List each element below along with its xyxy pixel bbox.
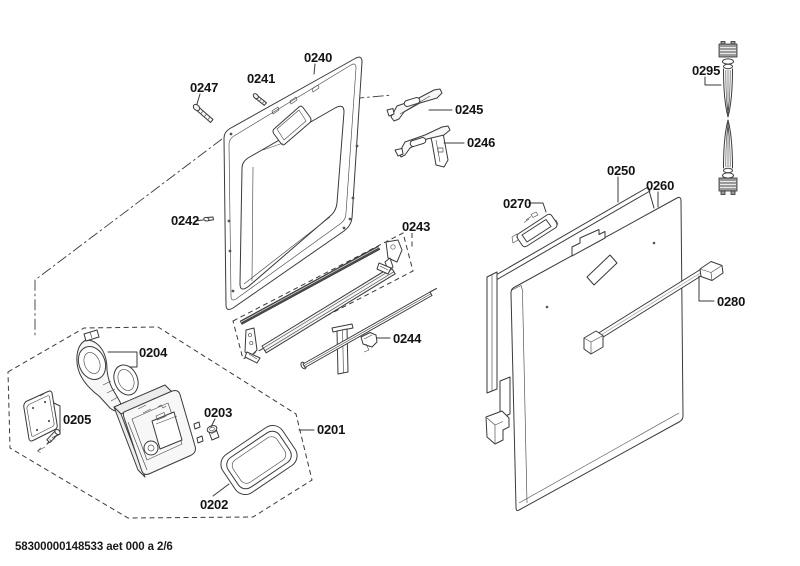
sill-bracket-right xyxy=(376,239,403,275)
door-rod-0244 xyxy=(300,288,437,375)
display-window-0270 xyxy=(511,211,558,248)
sill-bracket-left xyxy=(244,327,261,364)
part-label-0203: 0203 xyxy=(204,405,232,420)
part-label-0260: 0260 xyxy=(646,178,674,193)
screw-0247 xyxy=(192,103,214,123)
part-label-0240: 0240 xyxy=(304,50,332,65)
handle-end-cap xyxy=(699,261,724,281)
part-label-0295: 0295 xyxy=(692,63,720,78)
part-label-0241: 0241 xyxy=(247,71,275,86)
handle-foot xyxy=(583,330,604,355)
latch-lever-0246 xyxy=(394,125,451,168)
door-handle-0280 xyxy=(583,261,724,355)
latch-lever-0245 xyxy=(386,88,443,122)
part-labels: 0240 0241 0247 0242 0245 0246 0243 0244 … xyxy=(63,50,745,512)
part-label-0201: 0201 xyxy=(317,422,345,437)
part-label-0280: 0280 xyxy=(717,294,745,309)
part-label-0205: 0205 xyxy=(63,412,91,427)
dispenser-assembly-boundary-0201 xyxy=(7,326,313,519)
screw-0242 xyxy=(203,216,214,222)
part-label-0204: 0204 xyxy=(139,345,168,360)
clip-0203 xyxy=(206,425,220,441)
leader-lines xyxy=(53,63,722,497)
inner-door-panel-0240 xyxy=(223,56,363,310)
part-label-0270: 0270 xyxy=(503,196,531,211)
document-number: 58300000148533 aet 000 a 2/6 xyxy=(15,541,173,553)
part-label-0250: 0250 xyxy=(607,163,635,178)
part-label-0246: 0246 xyxy=(467,135,495,150)
part-label-0242: 0242 xyxy=(171,213,199,228)
part-label-0202: 0202 xyxy=(200,497,228,512)
construction-line-left xyxy=(34,138,223,338)
inner-front-panel-0250 xyxy=(485,186,655,445)
vent-funnel-0204 xyxy=(76,329,122,412)
sill-strip-group-0243 xyxy=(232,232,414,364)
cable-harness-0295 xyxy=(718,41,738,195)
detergent-dispenser xyxy=(113,384,204,478)
outer-door-panel-0260 xyxy=(510,196,684,512)
oval-gasket-0204 xyxy=(113,364,139,396)
window-seal-frame-0202 xyxy=(220,424,298,496)
part-label-0244: 0244 xyxy=(393,331,422,346)
screw-hole-dots xyxy=(227,132,359,293)
screw-0241 xyxy=(252,93,267,106)
hinge-foot-0250 xyxy=(485,410,510,445)
part-label-0247: 0247 xyxy=(190,80,218,95)
part-label-0245: 0245 xyxy=(455,102,483,117)
dispenser-opening xyxy=(262,105,312,151)
part-label-0243: 0243 xyxy=(402,219,430,234)
